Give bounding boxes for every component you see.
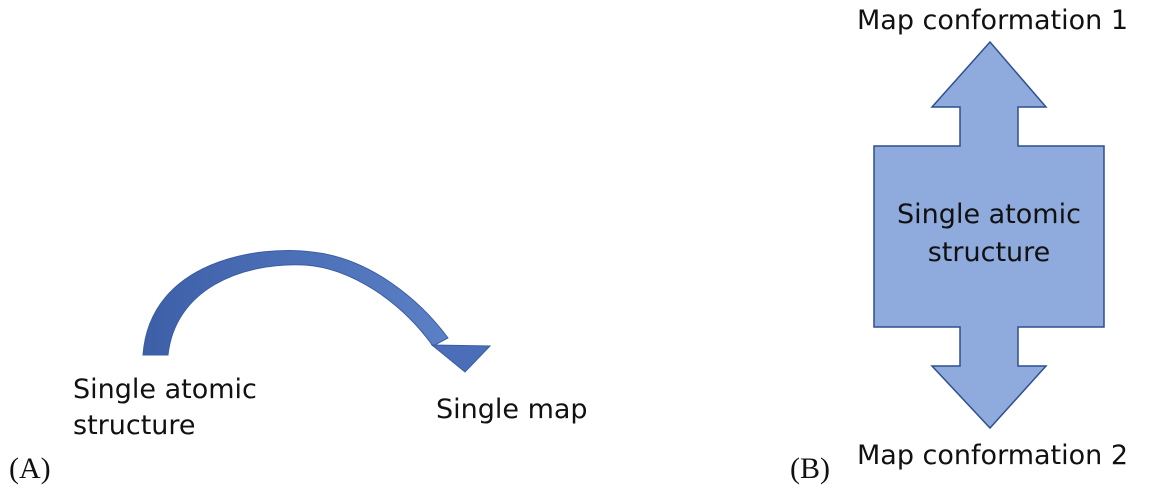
curved-arrow-shaft	[142, 250, 449, 356]
top-conformation-label: Map conformation 1	[857, 5, 1129, 36]
target-label: Single map	[436, 394, 588, 425]
source-label: Single atomic structure	[73, 373, 257, 443]
panel-b-letter: (B)	[790, 452, 830, 485]
center-box-line1: Single atomic	[897, 199, 1081, 230]
source-label-line2: structure	[73, 410, 196, 441]
center-box-line2: structure	[927, 237, 1051, 268]
double-arrow-shape	[873, 40, 1105, 430]
source-label-line1: Single atomic	[73, 374, 257, 405]
bottom-conformation-label: Map conformation 2	[857, 440, 1129, 471]
center-box-label: Single atomic structure	[874, 196, 1104, 272]
curved-arrow-head	[430, 344, 492, 373]
panel-a-letter: (A)	[9, 452, 51, 485]
